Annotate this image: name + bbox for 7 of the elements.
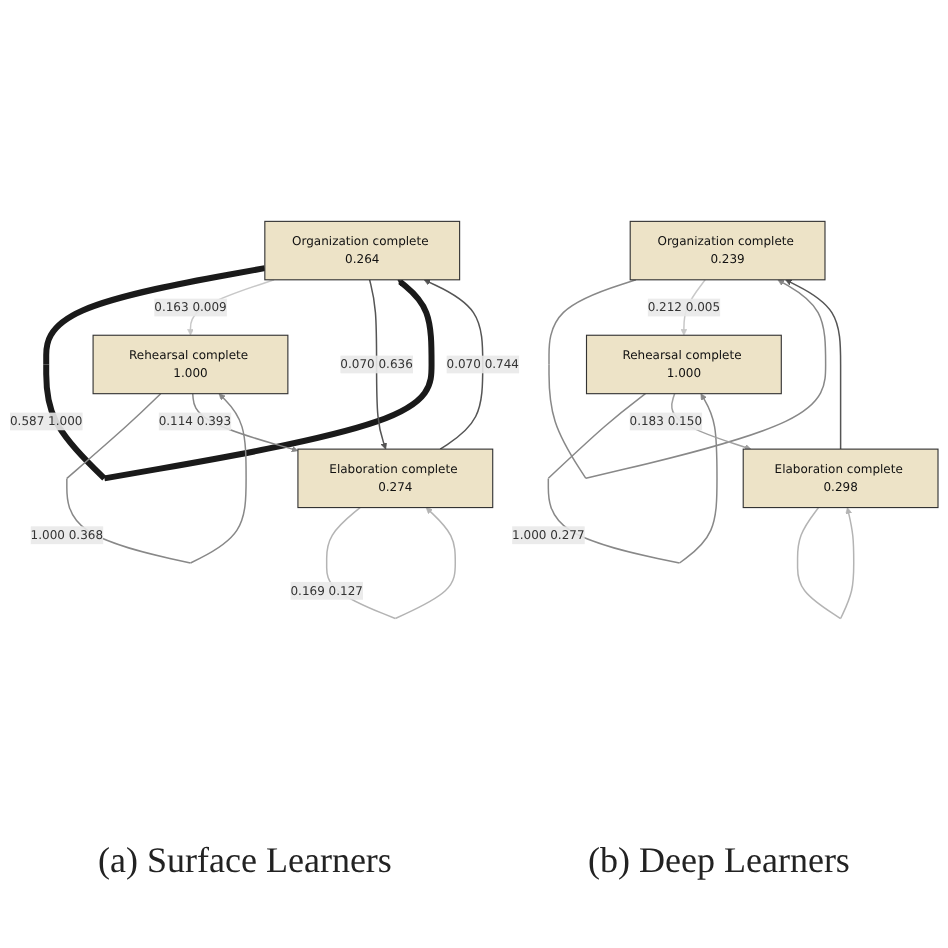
arrow — [423, 279, 484, 450]
arrow — [368, 279, 387, 450]
arrow — [785, 279, 842, 450]
panel-caption: (a) Surface Learners — [98, 840, 392, 882]
arrow — [796, 506, 855, 620]
panel-caption: (b) Deep Learners — [588, 840, 850, 882]
arrow — [43, 265, 435, 482]
